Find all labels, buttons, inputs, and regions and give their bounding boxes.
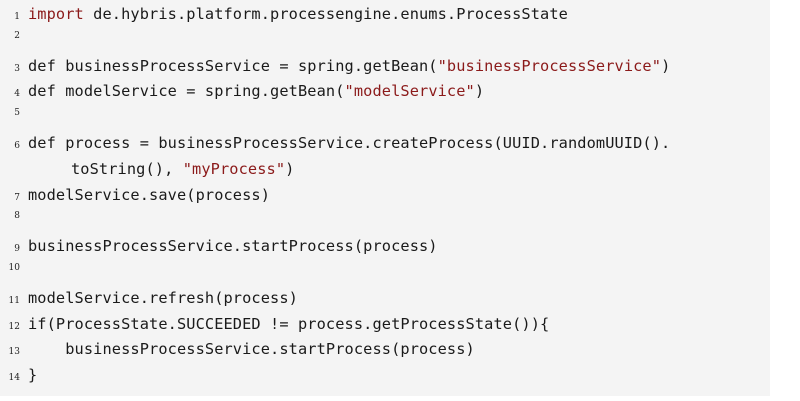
string-token: "businessProcessService" — [437, 56, 662, 75]
line-number: 12 — [8, 321, 20, 332]
code-line: 10 — [0, 263, 770, 289]
code-line: 4 def modelService = spring.getBean("mode… — [0, 82, 770, 108]
code-line-text: if(ProcessState.SUCCEEDED != process.get… — [28, 315, 549, 333]
plain-token: def businessProcessService = spring.getB… — [28, 56, 438, 75]
code-line: 1 import de.hybris.platform.processengine… — [0, 5, 770, 31]
code-line: 2 — [0, 31, 770, 57]
line-number: 6 — [14, 140, 20, 151]
code-listing: 1 import de.hybris.platform.processengine… — [0, 0, 770, 396]
code-line-continuation: toString(), "myProcess") — [28, 160, 294, 178]
code-line-text: businessProcessService.startProcess(proc… — [28, 237, 438, 255]
code-line: 12 if(ProcessState.SUCCEEDED != process.g… — [0, 315, 770, 341]
string-token: "modelService" — [344, 82, 475, 101]
code-line: 13 businessProcessService.startProcess(p… — [0, 340, 770, 366]
plain-token: businessProcessService.startProcess(proc… — [28, 237, 438, 256]
line-number: 8 — [14, 211, 20, 222]
string-token: "myProcess" — [182, 159, 286, 178]
code-line: 7 modelService.save(process) — [0, 186, 770, 212]
code-line-text: businessProcessService.startProcess(proc… — [28, 340, 475, 358]
code-line: 5 — [0, 108, 770, 134]
code-line: 9 businessProcessService.startProcess(pro… — [0, 237, 770, 263]
code-line-text: modelService.refresh(process) — [28, 289, 298, 307]
keyword-token: import — [28, 5, 84, 23]
line-number: 7 — [14, 192, 20, 203]
line-number: 14 — [8, 373, 20, 384]
line-number: 10 — [8, 262, 20, 273]
line-number: 1 — [14, 12, 20, 22]
line-number: 9 — [14, 244, 20, 255]
plain-token: def modelService = spring.getBean( — [28, 82, 345, 101]
code-line: 3 def businessProcessService = spring.get… — [0, 57, 770, 83]
line-number: 2 — [14, 30, 20, 41]
code-line: 14} — [0, 366, 770, 392]
code-line: 11 modelService.refresh(process) — [0, 289, 770, 315]
code-line: toString(), "myProcess") — [0, 160, 770, 186]
line-number: 4 — [14, 89, 20, 100]
plain-token: toString(), — [71, 159, 183, 178]
code-line-text: def process = businessProcessService.cre… — [28, 134, 670, 152]
plain-token: modelService.save(process) — [28, 185, 271, 204]
plain-token: modelService.refresh(process) — [28, 288, 298, 307]
code-line: 8 — [0, 211, 770, 237]
plain-token: def process = businessProcessService.cre… — [28, 133, 671, 152]
plain-token: ) — [285, 159, 295, 178]
code-line-text: import de.hybris.platform.processengine.… — [28, 5, 568, 23]
code-line-text: def modelService = spring.getBean("model… — [28, 82, 484, 100]
plain-token: businessProcessService.startProcess(proc… — [28, 340, 475, 359]
plain-token: de.hybris.platform.processengine.enums.P… — [83, 5, 568, 23]
line-number: 3 — [14, 63, 20, 74]
code-line-text: def businessProcessService = spring.getB… — [28, 57, 670, 75]
code-line-text: modelService.save(process) — [28, 186, 270, 204]
line-number: 11 — [8, 295, 20, 306]
plain-token: ) — [661, 56, 671, 75]
code-line-text: } — [28, 366, 37, 384]
code-line: 6 def process = businessProcessService.cr… — [0, 134, 770, 160]
plain-token: } — [28, 366, 38, 385]
line-number: 13 — [8, 347, 20, 358]
line-number: 5 — [14, 108, 20, 119]
plain-token: ) — [474, 82, 485, 101]
plain-token: if(ProcessState.SUCCEEDED != process.get… — [28, 314, 550, 333]
code-lines: 1 import de.hybris.platform.processengine… — [0, 5, 770, 392]
